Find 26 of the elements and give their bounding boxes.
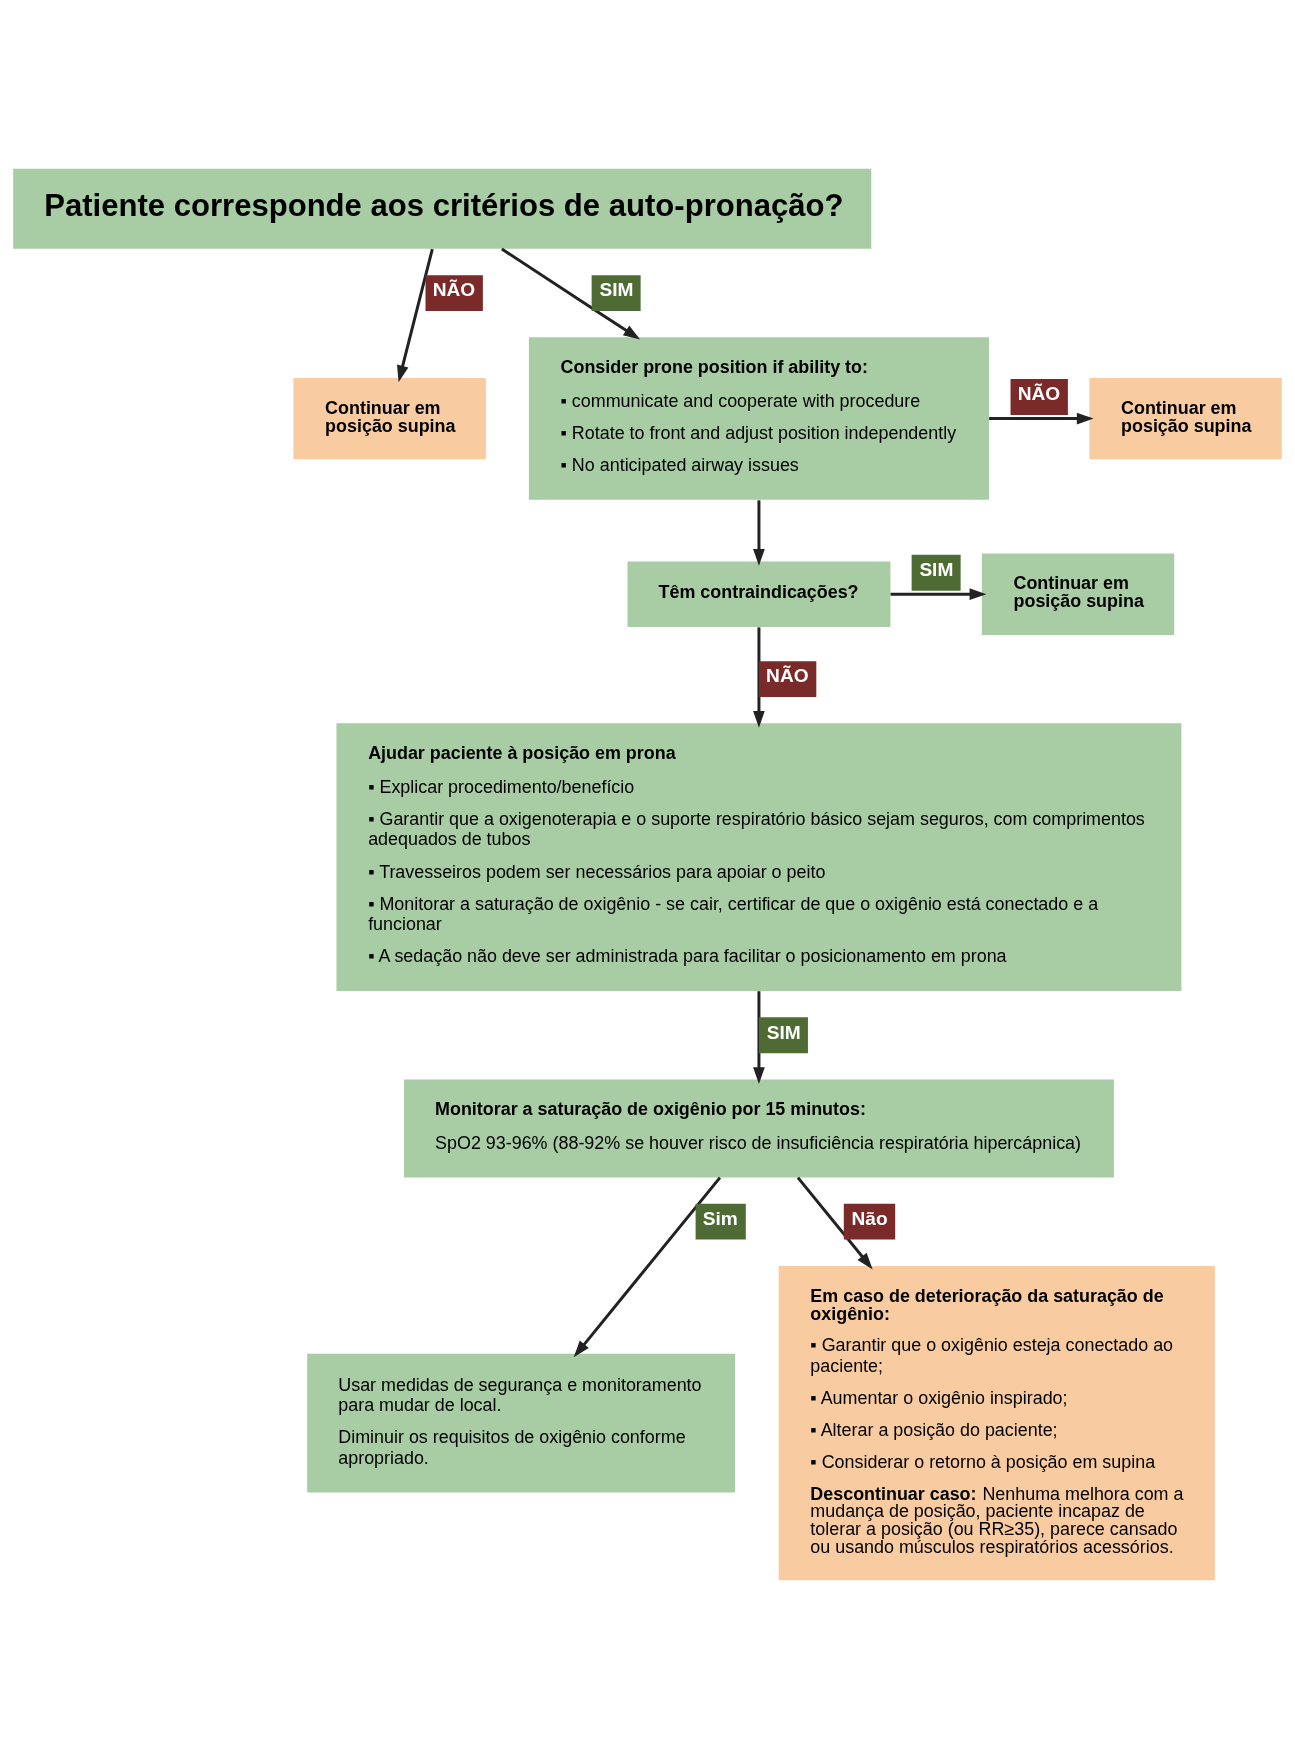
arrow	[890, 588, 987, 601]
arrow	[989, 412, 1094, 425]
node-box: Continuar em posição supina	[293, 377, 486, 460]
edge-label: NÃO	[766, 665, 809, 687]
edge-label: Sim	[702, 1208, 738, 1230]
arrow	[753, 500, 765, 566]
edge-label: SIM	[919, 559, 954, 581]
edge-label: NÃO	[1017, 383, 1061, 405]
arrow	[753, 991, 765, 1084]
edge-label: NÃO	[432, 279, 476, 301]
edge-label: Não	[851, 1208, 888, 1230]
node-box: Continuar em posição supina	[981, 553, 1175, 635]
node-box: Continuar em posição supina	[1089, 377, 1282, 460]
arrow	[796, 1176, 873, 1270]
node-box: Ajudar paciente à posição em prona ▪ Explicar procedimento/benefício ▪ Garantir que a oxigenoterapia e o suporte respiratório básico sejam seguros, com comprimentos adequados de tubos ▪ Travesseiros podem ser necessários para apoiar o peito ▪ Monitorar a saturação de oxigênio - se cair, certificar de que o oxigênio está conectado e a funcionar ▪ A sedação não deve ser administrada para facilitar o posicionamento em prona	[336, 723, 1182, 991]
edge-label: SIM	[766, 1021, 801, 1043]
edge-label: SIM	[599, 279, 634, 301]
node-box: Em caso de deterioração da saturação de oxigênio: ▪ Garantir que o oxigênio esteja conectado ao paciente; ▪ Aumentar o oxigênio inspirado; ▪ Alterar a posição do paciente; ▪ Considerar o retorno à posição em supina Descontinuar caso: Nenhuma melhora com a mudança de posição, paciente incapaz de tolerar a posição (ou RR≥35), parece cansado ou usando músculos respiratórios acessórios.	[778, 1265, 1215, 1581]
node-box: Usar medidas de segurança e monitoramento para mudar de local. Diminuir os requisitos de oxigênio conforme apropriado.	[307, 1353, 736, 1493]
arrow	[397, 248, 434, 383]
node-box: Consider prone position if ability to: ▪ communicate and cooperate with procedure ▪ Rotate to front and adjust position independently ▪ No anticipated airway issues	[528, 337, 989, 500]
node-box: Têm contraindicações?	[627, 561, 891, 628]
arrow	[753, 627, 765, 728]
node-box: Patiente corresponde aos critérios de auto-pronação?	[13, 168, 872, 249]
node-box: Monitorar a saturação de oxigênio por 15 minutos: SpO2 93-96% (88-92% se houver risco de insuficiência respiratória hipercápnica)	[404, 1079, 1114, 1178]
arrow	[573, 1176, 722, 1358]
